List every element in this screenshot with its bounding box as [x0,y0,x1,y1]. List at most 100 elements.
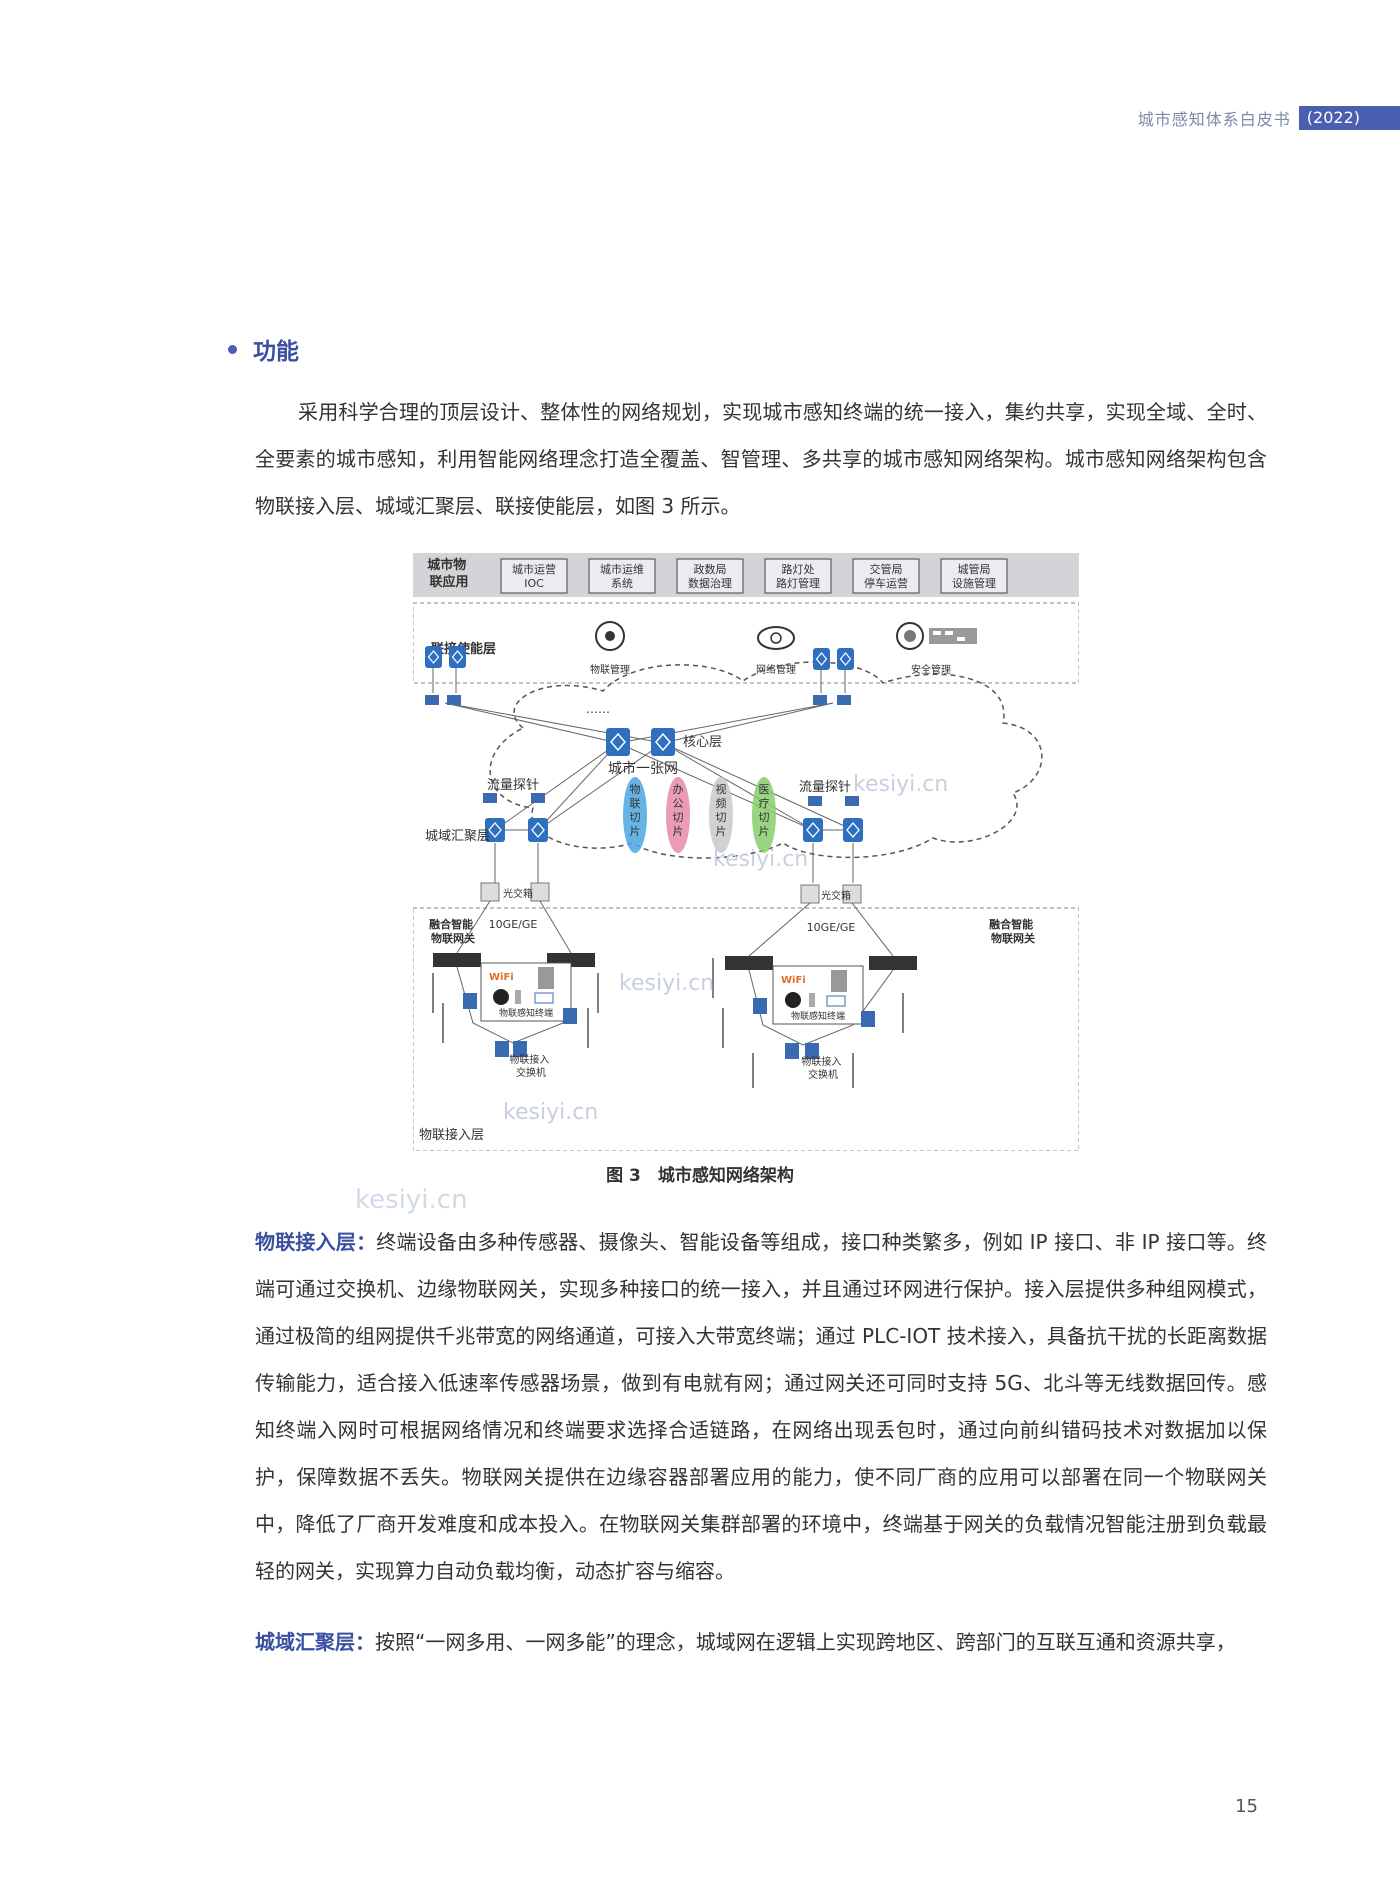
access-layer-box [413,907,1079,1151]
router-icon [425,646,442,668]
sensor-icon [515,990,521,1004]
svg-text:城市物 联应用: 城市物 联应用 [427,557,471,590]
display-icon [826,995,846,1007]
slice-label-char: 切 [716,811,727,824]
slice-label-char: 物 [630,782,641,796]
probe-devices [425,695,859,806]
odf-boxes [480,882,862,904]
section-title: 功能 [253,339,299,365]
watermark-text: kesiyi.cn [619,971,714,996]
access-switches [463,993,875,1059]
slice-label-char: 医 [759,783,770,796]
gateway-icon [869,956,917,970]
metro-layer-paragraph: 城域汇聚层：按照“一网多用、一网多能”的理念，城域网在逻辑上实现跨地区、跨部门的… [255,1619,1267,1666]
access-switch-icon [513,1041,527,1057]
network-management-icon [757,626,795,650]
slice-label-char: 公 [673,797,684,810]
svg-text:融合智能 物联网关: 融合智能 物联网关 [429,917,477,945]
probe-right-label: 流量探针 [799,780,851,795]
document-title: 城市感知体系白皮书 [1137,110,1291,129]
slice-label-char: 片 [673,825,684,838]
app-layer-label-1: 城市物 [427,557,466,573]
probe-icon [845,796,859,806]
network-architecture-diagram: 城市物 联应用 城市运营IOC城市运维系统政数局数据治理路灯处路灯管理交管局停车… [413,553,1079,1151]
access-switch-icon [753,998,767,1014]
link-speed-right: 10GE/GE [807,921,856,934]
access-switch-icon [463,993,477,1009]
gateway-icon [433,953,481,967]
metro-layer-label: 城域汇聚层 [425,829,490,844]
slice-label-char: 片 [630,825,641,838]
app-box-label: 城市运维 [600,562,644,576]
app-boxes: 城市运营IOC城市运维系统政数局数据治理路灯处路灯管理交管局停车运营城管局设施管… [500,558,1008,594]
terminal-label-left: 物联感知终端 [499,1007,553,1019]
switch-label-left-2: 交换机 [516,1066,546,1079]
slice-label-char: 片 [759,825,770,838]
terminal-icons-left: WiFi [489,967,554,1005]
switch-icon [425,695,439,705]
core-router-icon [606,728,630,756]
switch-icon [813,695,827,705]
enable-item-network: 网络管理 [756,663,796,676]
app-box-label: 系统 [611,577,633,590]
metro-router-icon [843,818,863,842]
terminal-label-right: 物联感知终端 [791,1010,845,1022]
sensor-icon [809,993,815,1007]
figure-caption: 图 3 城市感知网络架构 [606,1166,794,1186]
access-switch-icon [495,1041,509,1057]
watermark-text: kesiyi.cn [355,1185,468,1215]
app-box-label: IOC [524,577,544,590]
router-icon [837,648,854,670]
street-light-poles [432,958,904,1088]
access-layer-label: 物联接入层 [419,1127,484,1143]
switch-icon [447,695,461,705]
app-box-label: 路灯处 [782,563,815,576]
switch-label-right-1: 物联接入 [801,1055,841,1068]
enable-item-security: 安全管理 [911,663,951,676]
intro-paragraph: 采用科学合理的顶层设计、整体性的网络规划，实现城市感知终端的统一接入，集约共享，… [255,400,1267,518]
slice-label-char: 切 [759,811,770,824]
metro-layer-keyword: 城域汇聚层： [255,1630,375,1654]
app-box-label: 停车运营 [864,576,908,590]
enable-layer-box [413,602,1079,684]
access-switch-icon [785,1043,799,1059]
watermark-text: kesiyi.cn [713,847,808,872]
app-box-label: 交管局 [870,562,903,576]
app-box-label: 城市运营 [512,562,556,576]
link-speed-left: 10GE/GE [489,918,538,931]
svg-text:融合智能 物联网关: 融合智能 物联网关 [989,917,1037,945]
watermark-text: kesiyi.cn [503,1100,598,1125]
odf-box-icon [480,882,500,902]
iot-management-icon [595,621,625,651]
gateway-label-left-1: 融合智能 [429,917,473,931]
probe-icon [808,796,822,806]
router-icon [449,646,466,668]
access-layer-keyword: 物联接入层： [255,1230,377,1254]
wifi-icon: WiFi [781,975,806,986]
access-switch-icon [861,1011,875,1027]
access-layer-paragraph: 物联接入层：终端设备由多种传感器、摄像头、智能设备等组成，接口种类繁多，例如 I… [255,1219,1267,1595]
router-icon [813,648,830,670]
switch-icon [837,695,851,705]
document-year-badge: (2022) [1298,106,1400,130]
slice-label-char: 联 [630,797,641,810]
metro-layer-text: 按照“一网多用、一网多能”的理念，城域网在逻辑上实现跨地区、跨部门的互联互通和资… [375,1630,1236,1654]
odf-box-icon [800,884,820,904]
metro-router-icon [528,818,548,842]
access-switch-icon [563,1008,577,1024]
gateway-label-left-2: 物联网关 [431,931,475,945]
switch-label-right-2: 交换机 [808,1068,838,1081]
bullet-dot-icon [228,344,237,354]
odf-label-left: 光交箱 [503,887,533,900]
svg-text:物联接入 交换机: 物联接入 交换机 [801,1055,844,1081]
app-box-label: 政数局 [694,562,727,576]
sensor-panel-icon [538,967,554,989]
